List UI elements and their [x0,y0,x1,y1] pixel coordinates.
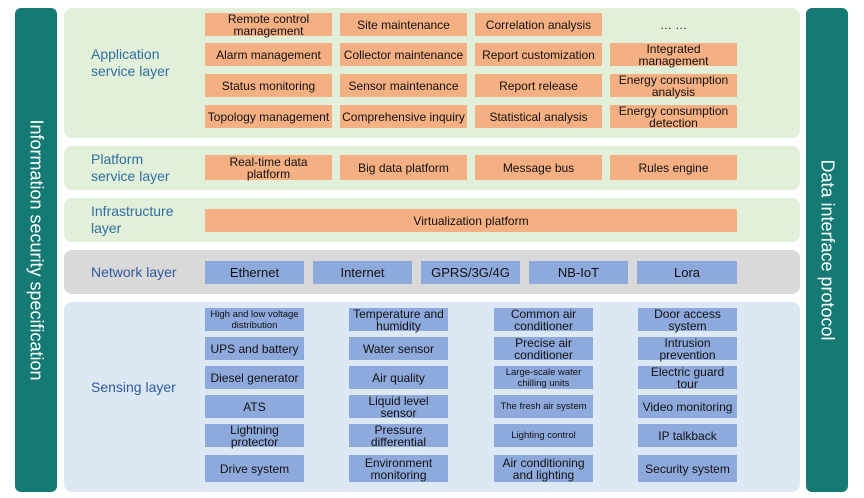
app-box: Energy consumption detection [610,105,737,129]
sensing-box: The fresh air system [494,395,593,418]
sensing-box: Liquid level sensor [349,395,448,419]
sensing-box: Air quality [349,366,448,389]
sensing-box: High and low voltage distribution [205,308,304,331]
sensing-box: Large-scale water chilling units [494,366,593,389]
infrastructure-layer-title: Infrastructure layer [91,203,174,236]
network-layer-title: Network layer [91,264,177,280]
app-box: Sensor maintenance [340,74,467,97]
sensing-box: IP talkback [638,424,737,447]
data-interface-label: Data interface protocol [817,159,838,341]
app-box: Statistical analysis [475,105,602,128]
sensing-box: Common air conditioner [494,308,593,332]
data-interface-bar: Data interface protocol [806,8,848,492]
application-layer-title: Application service layer [91,46,170,79]
sensing-layer-title: Sensing layer [91,379,176,395]
app-box: Report release [475,74,602,97]
sensing-box: ATS [205,395,304,418]
virtualization-platform-box: Virtualization platform [205,209,737,232]
sensing-box: Environment monitoring [349,455,448,482]
network-box: NB-IoT [529,261,628,284]
app-box: Report customization [475,43,602,66]
network-box: Lora [637,261,737,284]
sensing-box: Electric guard tour [638,366,737,390]
platform-box: Real-time data platform [205,155,332,180]
sensing-box: Pressure differential [349,424,448,448]
sensing-box: Security system [638,455,737,482]
platform-box: Message bus [475,155,602,180]
app-box: Energy consumption analysis [610,74,737,98]
sensing-box: Door access system [638,308,737,332]
app-ellipsis: … … [659,17,688,32]
platform-box: Rules engine [610,155,737,180]
platform-box: Big data platform [340,155,467,180]
app-box: Comprehensive inquiry [340,105,467,128]
app-box: Alarm management [205,43,332,66]
app-box: Correlation analysis [475,13,602,36]
app-box: Site maintenance [340,13,467,36]
sensing-box: Video monitoring [638,395,737,418]
sensing-box: Air conditioning and lighting [494,455,593,482]
sensing-box: Lighting control [494,424,593,447]
sensing-box: Diesel generator [205,366,304,389]
sensing-box: Temperature and humidity [349,308,448,332]
app-box: Collector maintenance [340,43,467,66]
platform-layer-title: Platform service layer [91,151,170,184]
app-box: Remote control management [205,13,332,37]
network-box: GPRS/3G/4G [421,261,520,284]
sensing-box: Intrusion prevention [638,337,737,361]
app-box: Status monitoring [205,74,332,97]
network-box: Ethernet [205,261,304,284]
sensing-box: Lightning protector [205,424,304,448]
network-box: Internet [313,261,412,284]
sensing-box: Drive system [205,455,304,482]
sensing-box: Water sensor [349,337,448,360]
information-security-bar: Information security specification [15,8,57,492]
app-box: Integrated management [610,43,737,67]
sensing-box: UPS and battery [205,337,304,360]
app-box: Topology management [205,105,332,128]
sensing-box: Precise air conditioner [494,337,593,361]
information-security-label: Information security specification [26,119,47,381]
